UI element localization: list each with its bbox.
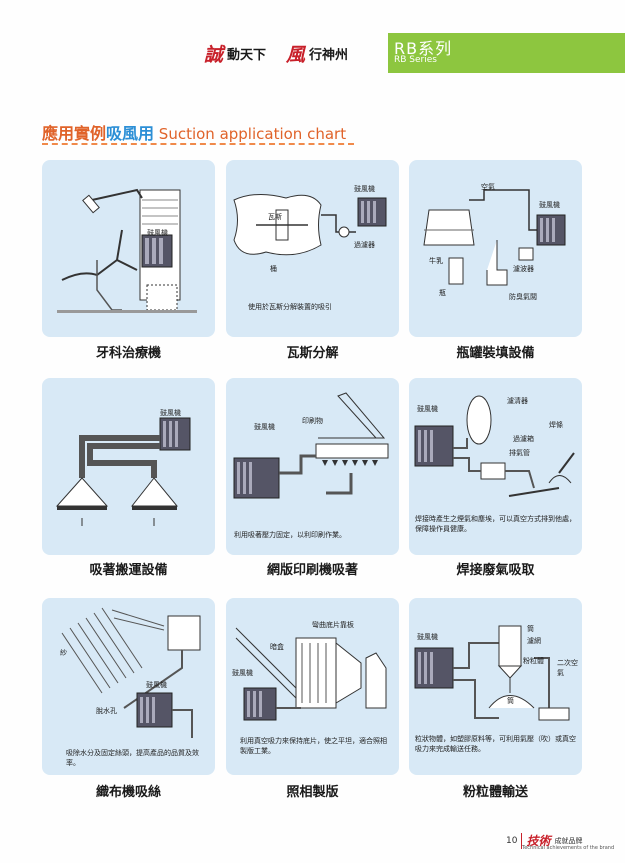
- label: 濾波器: [513, 265, 534, 273]
- label: 印刷物: [302, 417, 323, 425]
- label: 瓦斯: [268, 213, 282, 221]
- card-note: 使用於瓦斯分解裝置的吸引: [248, 303, 332, 311]
- label: 焊條: [549, 421, 563, 429]
- caption-screen-printing: 網版印刷機吸著: [266, 563, 358, 578]
- label: 鼓風機: [417, 405, 438, 413]
- series-subtitle: RB Series: [394, 55, 437, 65]
- card-bottle-filling: 空氣 鼓風機 牛乳 瓶 濾波器 防臭氣闆: [409, 160, 582, 337]
- gas-illustration: [233, 194, 387, 256]
- powder-illustration: [414, 625, 570, 721]
- label: 牛乳: [429, 257, 443, 265]
- label: 排氣管: [509, 449, 530, 457]
- photo-illustration: [235, 627, 387, 721]
- card-note: 焊接時產生之煙氣和塵埃，可以真空方式排到他處，保障操作員健康。: [415, 515, 576, 533]
- card-powder-conveying: 鼓風機 濾網 筒 粉粒體 二次空氣 筒 粒狀物體，如塑膠原料等，可利用氣壓（吹）…: [409, 598, 582, 775]
- card-note: 利用吸著壓力固定，以利印刷作業。: [234, 531, 346, 539]
- footer-brand-cn: 成就品牌: [554, 836, 583, 845]
- label: 彎曲底片靠板: [312, 621, 354, 629]
- card-dental-machine: 鼓風機: [42, 160, 215, 337]
- card-suction-transport: 鼓風機: [42, 378, 215, 555]
- caption-photo-platemaking: 照相製版: [286, 785, 339, 800]
- card-welding-fume: 鼓風機 濾清器 焊條 過濾箱 排氣管 焊接時產生之煙氣和塵埃，可以真空方式排到他…: [409, 378, 582, 555]
- label: 筒: [527, 625, 534, 633]
- dental-illustration: [57, 188, 197, 313]
- caption-bottle-filling: 瓶罐裝填設備: [456, 346, 535, 361]
- page-number: 10: [506, 835, 518, 846]
- caption-dental-machine: 牙科治療機: [95, 346, 161, 361]
- label: 濾網: [527, 637, 541, 645]
- footer: 10 技術 成就品牌 Technical achievements of the…: [506, 832, 614, 851]
- label: 鼓風機: [146, 681, 167, 689]
- loom-illustration: [61, 607, 201, 738]
- label: 暗盒: [270, 643, 284, 651]
- caption-loom-yarn: 織布機吸絲: [95, 785, 161, 800]
- card-photo-platemaking: 彎曲底片靠板 暗盒 鼓風機 利用真空吸力來保持底片，使之平坦，適合照相製版工業。: [226, 598, 399, 775]
- label: 防臭氣闆: [509, 293, 537, 301]
- caption-suction-transport: 吸著搬運設備: [89, 563, 168, 578]
- label: 紗: [60, 649, 67, 657]
- card-note: 吸除水分及固定絲頭，提高產品的品質及效率。: [66, 749, 199, 767]
- label: 鼓風機: [354, 185, 375, 193]
- label: 筒: [507, 697, 514, 705]
- slogan-2: 風 行神州: [286, 42, 349, 66]
- label: 瓶: [439, 289, 446, 297]
- label: 濾清器: [507, 397, 528, 405]
- section-title-part3: Suction application chart: [154, 125, 347, 143]
- label: 鼓風機: [254, 423, 275, 431]
- label: 鼓風機: [232, 669, 253, 677]
- label: 二次空氣: [557, 659, 578, 677]
- card-screen-printing: 鼓風機 印刷物 利用吸著壓力固定，以利印刷作業。: [226, 378, 399, 555]
- welding-illustration: [414, 395, 575, 497]
- series-title: RB系列: [394, 39, 453, 58]
- card-note: 粒狀物體，如塑膠原料等，可利用氣壓（吹）或真空吸力來完成輸送任務。: [415, 735, 576, 753]
- card-loom-yarn: 紗 鼓風機 脫水孔 吸除水分及固定絲頭，提高產品的品質及效率。: [42, 598, 215, 775]
- label: 鼓風機: [417, 633, 438, 641]
- label: 空氣: [481, 183, 495, 191]
- label: 鼓風機: [147, 229, 168, 237]
- slogan-1-text: 動天下: [227, 47, 267, 63]
- slogan-2-text: 行神州: [309, 47, 349, 63]
- section-title: 應用實例吸風用 Suction application chart: [42, 120, 346, 144]
- slogan-1: 誠 動天下: [204, 42, 267, 66]
- label: 過濾器: [354, 241, 375, 249]
- caption-gas-decomposition: 瓦斯分解: [286, 346, 339, 361]
- slogan-1-calligraphy: 誠: [204, 43, 224, 66]
- footer-brand: 技術: [526, 834, 551, 848]
- label: 桶: [270, 265, 277, 273]
- label: 脫水孔: [96, 707, 117, 715]
- series-banner: RB系列 RB Series: [388, 33, 625, 73]
- section-divider: [42, 143, 354, 145]
- caption-powder-conveying: 粉粒體輸送: [462, 785, 528, 800]
- section-title-part1: 應用實例: [42, 124, 107, 143]
- transport-illustration: [55, 417, 191, 526]
- footer-brand-en: Technical achievements of the brand: [522, 845, 615, 851]
- caption-welding-fume: 焊接廢氣吸取: [456, 563, 535, 578]
- footer-divider: [521, 832, 523, 849]
- slogan-2-calligraphy: 風: [286, 43, 306, 66]
- bottle-illustration: [423, 189, 566, 286]
- label: 鼓風機: [539, 201, 560, 209]
- card-note: 利用真空吸力來保持底片，使之平坦，適合照相製版工業。: [240, 737, 387, 755]
- printing-illustration: [233, 392, 389, 499]
- label: 鼓風機: [160, 409, 181, 417]
- section-title-part2: 吸風用: [106, 124, 155, 143]
- label: 過濾箱: [513, 435, 534, 443]
- card-gas-decomposition: 鼓風機 瓦斯 過濾器 桶 使用於瓦斯分解裝置的吸引: [226, 160, 399, 337]
- label: 粉粒體: [523, 657, 544, 665]
